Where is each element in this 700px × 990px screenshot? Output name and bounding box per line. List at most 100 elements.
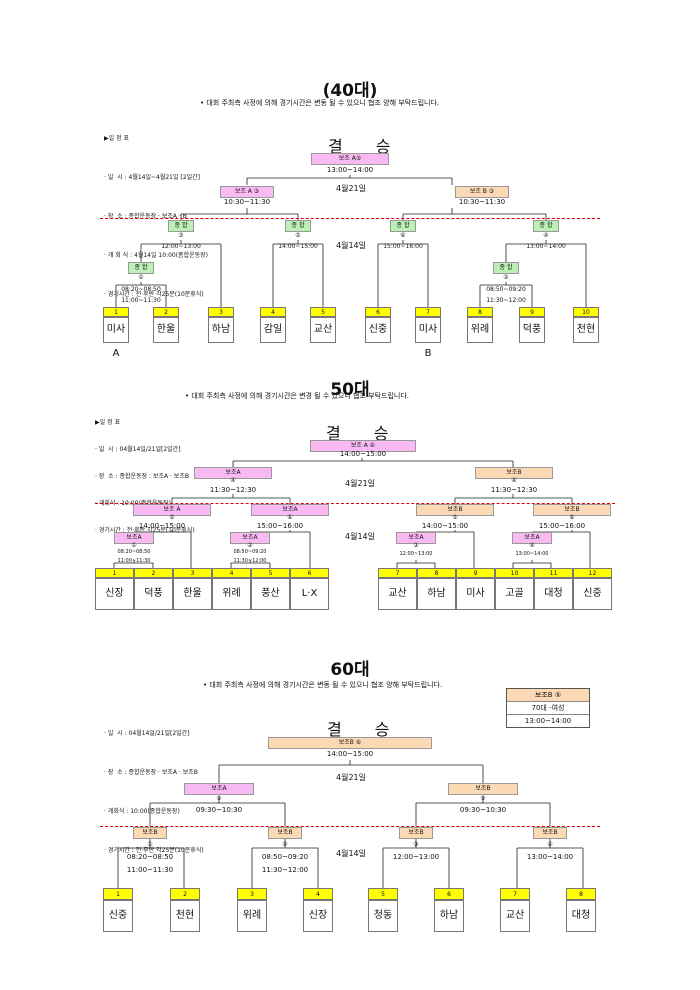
team-number: 1: [95, 568, 134, 578]
schedule-line: ▶일 정 표: [95, 419, 120, 426]
team-name: 위례: [212, 578, 251, 610]
team-name: 풍산: [251, 578, 290, 610]
date-14-50s: 4월14일: [345, 532, 375, 541]
team-number: 3: [237, 888, 267, 900]
qf-no-60s-4: ④: [547, 841, 553, 848]
final-time-50s: 14:00~15:00: [339, 450, 387, 458]
team-name: 하남: [417, 578, 456, 610]
semi-venue-40s-a: 보조 A ③: [220, 186, 274, 198]
team-number: 8: [566, 888, 596, 900]
team-number: 10: [495, 568, 534, 578]
qf-venue-40s-4: 종 합: [533, 220, 559, 232]
schedule-line: · 일 시 : 04월14일/21일[2일간]: [104, 730, 190, 737]
team-name: 위례: [467, 317, 493, 343]
team-name: 고골: [495, 578, 534, 610]
semi-time-60s-a: 09:30~10:30: [195, 806, 243, 814]
semi-venue-60s-a: 보조A: [184, 783, 254, 795]
team-number: 4: [260, 307, 286, 317]
qf-venue-50s-2: 보조A: [251, 504, 329, 516]
team-name: 덕풍: [519, 317, 545, 343]
qf-venue-40s-3: 종 합: [390, 220, 416, 232]
semi-time-40s-b: 10:30~11:30: [458, 198, 506, 206]
final-venue-40s: 보조 A⑤: [311, 153, 389, 165]
qf-venue-60s-1: 보조B: [133, 827, 167, 839]
final-label-50s: 결 승: [326, 424, 403, 443]
semi-time-50s-b: 11:30~12:30: [490, 486, 538, 494]
r1-no-50s-1: ①: [131, 542, 137, 549]
qf-no-50s-3: ⑤: [452, 514, 458, 521]
schedule-line: · 경기시간 : 전·후반 각25분(10분휴식): [95, 527, 195, 534]
team-number: 6: [365, 307, 391, 317]
team-number: 7: [415, 307, 441, 317]
qf-time1-60s-3: 12:00~13:00: [392, 853, 440, 861]
team-name: 한울: [153, 317, 179, 343]
schedule-line: · 개회식 : 10:00(종합운동장): [104, 808, 180, 815]
qf-venue-60s-4: 보조B: [533, 827, 567, 839]
title-40s: (40대): [322, 81, 378, 101]
semi-venue-40s-b: 보조 B ③: [455, 186, 509, 198]
team-number: 8: [417, 568, 456, 578]
team-number: 11: [534, 568, 573, 578]
team-name: 덕풍: [134, 578, 173, 610]
team-name: 미사A: [103, 317, 129, 359]
schedule-line: · 일 시 : 4월14일~4월21일 [2일간]: [104, 174, 200, 181]
team-number: 10: [573, 307, 599, 317]
team-name: 감일: [260, 317, 286, 343]
r1-time1-50s-3: 12:00~13:00: [399, 551, 433, 557]
qf-venue-40s-2: 종 합: [285, 220, 311, 232]
team-number: 2: [134, 568, 173, 578]
team-number: 9: [456, 568, 495, 578]
final-venue-60s: 보조B ⑥: [268, 737, 432, 749]
team-name: L·X: [290, 578, 329, 610]
qf-no-60s-1: ①: [147, 841, 153, 848]
note-box-60s: 보조B ⑤ 70대 -여성 13:00~14:00: [506, 688, 590, 728]
qf-venue-60s-3: 보조B: [399, 827, 433, 839]
schedule-line: · 개 회 식 : 4월14일 10:00(종합운동장): [104, 252, 208, 259]
qf-time-40s-3: 15:00~16:00: [383, 243, 423, 250]
qf-time2-60s-1: 11:00~11:30: [126, 866, 174, 874]
date-14-40s: 4월14일: [336, 241, 366, 250]
r1-time1-50s-4: 13:00~14:00: [515, 551, 549, 557]
qf-time-50s-3: 14:00~15:00: [421, 522, 469, 530]
r1-time2-50s-1: 11:00~11:30: [117, 558, 151, 564]
team-name: 신중: [573, 578, 612, 610]
note-box-division: 70대 -여성: [507, 702, 589, 715]
team-number: 2: [170, 888, 200, 900]
r1-time1-40s-2: 08:50~09:20: [486, 286, 526, 293]
qf-time-40s-1: 12:00~13:00: [161, 243, 201, 250]
team-name: 한울: [173, 578, 212, 610]
qf-time-50s-2: 15:00~16:00: [256, 522, 304, 530]
team-number: 8: [467, 307, 493, 317]
r1-venue-50s-2: 보조A: [230, 532, 270, 544]
team-number: 1: [103, 888, 133, 900]
semi-time-40s-a: 10:30~11:30: [223, 198, 271, 206]
team-number: 7: [378, 568, 417, 578]
schedule-line: · 경기시간 : 전·후반 각25분(10분휴식): [104, 847, 204, 854]
qf-no-40s-3: ⑥: [400, 232, 406, 239]
final-time-60s: 14:00~15:00: [326, 750, 374, 758]
team-name: 청동: [368, 900, 398, 932]
team-number: 6: [290, 568, 329, 578]
qf-time2-60s-2: 11:30~12:00: [261, 866, 309, 874]
note-box-venue: 보조B ⑤: [507, 689, 589, 702]
schedule-line: · 일 시 : 04월14일/21일[2일간]: [95, 446, 181, 453]
semi-no-60s-b: ②: [480, 795, 486, 802]
team-number: 4: [303, 888, 333, 900]
team-name: 신장: [95, 578, 134, 610]
team-number: 5: [251, 568, 290, 578]
qf-no-60s-2: ②: [282, 841, 288, 848]
team-number: 3: [208, 307, 234, 317]
notice-40s: • 대회 주최측 사정에 의해 경기시간은 변동 될 수 있으니 협조 양해 부…: [200, 99, 440, 107]
team-name: 미사B: [415, 317, 441, 359]
team-number: 12: [573, 568, 612, 578]
team-number: 3: [173, 568, 212, 578]
team-name: 대청: [566, 900, 596, 932]
date-21-50s: 4월21일: [345, 479, 375, 488]
team-name: 신장: [303, 900, 333, 932]
qf-time1-60s-1: 08:20~08:50: [126, 853, 174, 861]
r1-time2-50s-2: 11:30~12:00: [233, 558, 267, 564]
schedule-line: ▶일 정 표: [104, 135, 129, 142]
qf-no-60s-3: ③: [413, 841, 419, 848]
